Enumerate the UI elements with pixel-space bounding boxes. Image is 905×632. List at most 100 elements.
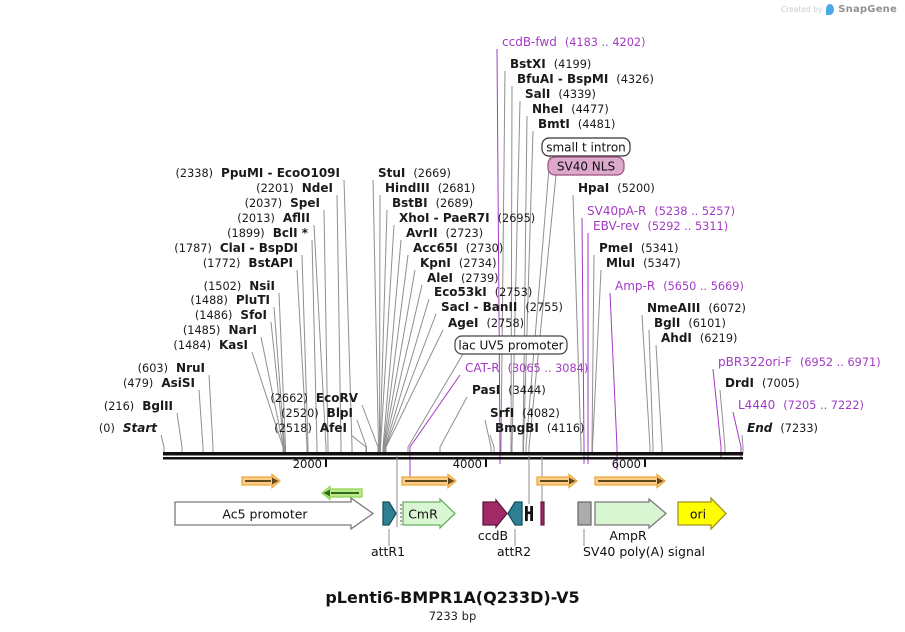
site-label-bglii: (216)BglII: [104, 399, 173, 413]
axis-tick-6000: [644, 458, 646, 467]
site-label-bstxi: BstXI(4199): [510, 57, 591, 71]
site-label-cat-r: CAT-R(3065 .. 3084): [465, 361, 588, 375]
small-arrow-head-2: [569, 477, 576, 485]
leader-line-aflii: [313, 224, 327, 454]
site-label-clai-bspdi: (1787)ClaI - BspDI: [174, 241, 298, 255]
leader-line-bglii: [176, 412, 183, 454]
feature-rect-sv40-polya: [577, 501, 592, 526]
site-label-acc65i: Acc65I(2730): [413, 241, 503, 255]
site-label-ppumi-ecoo109i: (2338)PpuMI - EcoO109I: [175, 166, 340, 180]
site-label-pbr322ori-f: pBR322ori-F(6952 .. 6971): [718, 355, 881, 369]
site-label-ecorv: (2662)EcoRV: [270, 391, 358, 405]
snapgene-brand: SnapGene: [838, 4, 897, 15]
site-label-ebv-rev: EBV-rev(5292 .. 5311): [593, 219, 728, 233]
leader-line-bmti: [523, 130, 534, 454]
leader-line-agei: [385, 329, 444, 454]
boxed-label-sv40-nls: [547, 156, 625, 176]
feature-inline-label-ori: ori: [690, 507, 706, 522]
leader-line-start: [160, 434, 165, 454]
site-label-drdi: DrdI(7005): [725, 376, 800, 390]
site-label-pluti: (1488)PluTI: [190, 293, 270, 307]
small-arrow-head-4: [323, 489, 330, 497]
leader-line-lac-uv5-promoter: [407, 353, 464, 454]
bottom-feature-label-attr2: attR2: [497, 544, 531, 559]
small-arrow-head-0: [272, 477, 279, 485]
credit-text: Created by: [781, 5, 823, 14]
site-label-mlui: MluI(5347): [606, 256, 681, 270]
site-label-nsii: (1502)NsiI: [204, 279, 275, 293]
site-label-l4440: L4440(7205 .. 7222): [738, 398, 864, 412]
site-label-blpi: (2520)BlpI: [281, 406, 353, 420]
site-label-aflii: (2013)AflII: [237, 211, 310, 225]
leader-line-bstxi: [500, 70, 506, 454]
axis-tick-label-4000: 4000: [453, 457, 482, 471]
leader-line-nmeaiii: [641, 314, 651, 454]
leader-line-sv40-nls: [528, 174, 557, 454]
site-label-stui: StuI(2669): [378, 166, 451, 180]
leader-line-bfuai-bspmi: [510, 85, 513, 454]
leader-line-pasi: [439, 396, 468, 454]
bottom-feature-label-ampr: AmpR: [609, 528, 647, 543]
site-label-bgli: BglI(6101): [654, 316, 726, 330]
site-label-end: End(7233): [747, 421, 818, 435]
bottom-feature-label-sv40-poly-a-signal: SV40 poly(A) signal: [583, 544, 705, 559]
leader-line-ppumi-ecoo109i: [343, 179, 353, 454]
sequence-axis-bottom-strand: [163, 457, 743, 460]
feature-inline-label-ac5-promoter: Ac5 promoter: [222, 507, 308, 522]
site-label-kpni: KpnI(2734): [420, 256, 496, 270]
leader-line-spei: [323, 209, 329, 454]
plasmid-title-block: pLenti6-BMPR1A(Q233D)-V5 7233 bp: [0, 588, 905, 623]
bottom-feature-label-ccdb: ccdB: [478, 528, 508, 543]
plasmid-name: pLenti6-BMPR1A(Q233D)-V5: [325, 588, 580, 607]
site-label-sali: SalI(4339): [525, 87, 596, 101]
leader-line-small-t-intron: [525, 155, 551, 454]
site-label-saci-banii: SacI - BanII(2755): [441, 300, 563, 314]
leader-line-bstapi: [296, 269, 308, 454]
site-label-bcli: (1899)BclI *: [227, 226, 309, 240]
boxed-label-text-sv40-nls: SV40 NLS: [557, 160, 615, 174]
feature-arrow-ori: [677, 496, 727, 531]
site-label-srfi: SrfI(4082): [490, 406, 560, 420]
leader-line-xhoi-paer7i: [380, 224, 395, 454]
feature-arrow-ac5-promoter: [174, 496, 375, 531]
leader-line-bcli: [311, 239, 318, 454]
site-label-bmgbi: BmgBI(4116): [495, 421, 584, 435]
snapgene-logo-icon: [826, 4, 835, 15]
site-label-nhei: NheI(4477): [532, 102, 609, 116]
site-label-kasi: (1484)KasI: [173, 338, 248, 352]
feature-rect-sliver: [540, 501, 545, 526]
boxed-label-text-small-t-intron: small t intron: [546, 141, 626, 155]
site-label-eco53ki: Eco53kI(2753): [434, 285, 532, 299]
axis-tick-4000: [485, 458, 487, 467]
boxed-label-lac-uv5-promoter: [454, 335, 568, 355]
boxed-label-text-lac-uv5-promoter: lac UV5 promoter: [458, 339, 563, 353]
site-label-avrii: AvrII(2723): [406, 226, 483, 240]
leader-line-pbr322ori-f: [712, 368, 722, 458]
leader-line-blpi: [356, 419, 367, 454]
site-label-pmei: PmeI(5341): [599, 241, 678, 255]
site-label-bstbi: BstBI(2689): [392, 196, 473, 210]
feature-arrow-ccdb: [482, 498, 508, 529]
leader-line-amp-r: [609, 292, 618, 470]
leader-line-drdi: [719, 389, 726, 454]
leader-line-hindiii: [379, 194, 381, 454]
leader-line-bgli: [648, 329, 654, 454]
site-label-ccdb-fwd: ccdB-fwd(4183 .. 4202): [502, 35, 646, 49]
plasmid-size: 7233 bp: [428, 609, 477, 623]
leader-line-bmgbi: [489, 434, 495, 454]
leader-line-end: [741, 434, 744, 454]
leader-line-cat-r: [409, 374, 461, 478]
site-label-afei: (2518)AfeI: [274, 421, 347, 435]
leader-line-pluti: [273, 306, 285, 454]
leader-line-stui: [372, 179, 379, 454]
feature-h-cross-bar: [525, 511, 533, 515]
leader-line-sali: [511, 100, 521, 454]
leader-line-l4440: [732, 411, 742, 458]
axis-tick-label-6000: 6000: [612, 457, 641, 471]
leader-line-mlui: [592, 269, 602, 454]
leader-line-ndei: [336, 194, 342, 454]
site-label-nari: (1485)NarI: [183, 323, 257, 337]
sequence-axis-top-strand: [163, 452, 743, 456]
site-label-sfoi: (1486)SfoI: [195, 308, 267, 322]
